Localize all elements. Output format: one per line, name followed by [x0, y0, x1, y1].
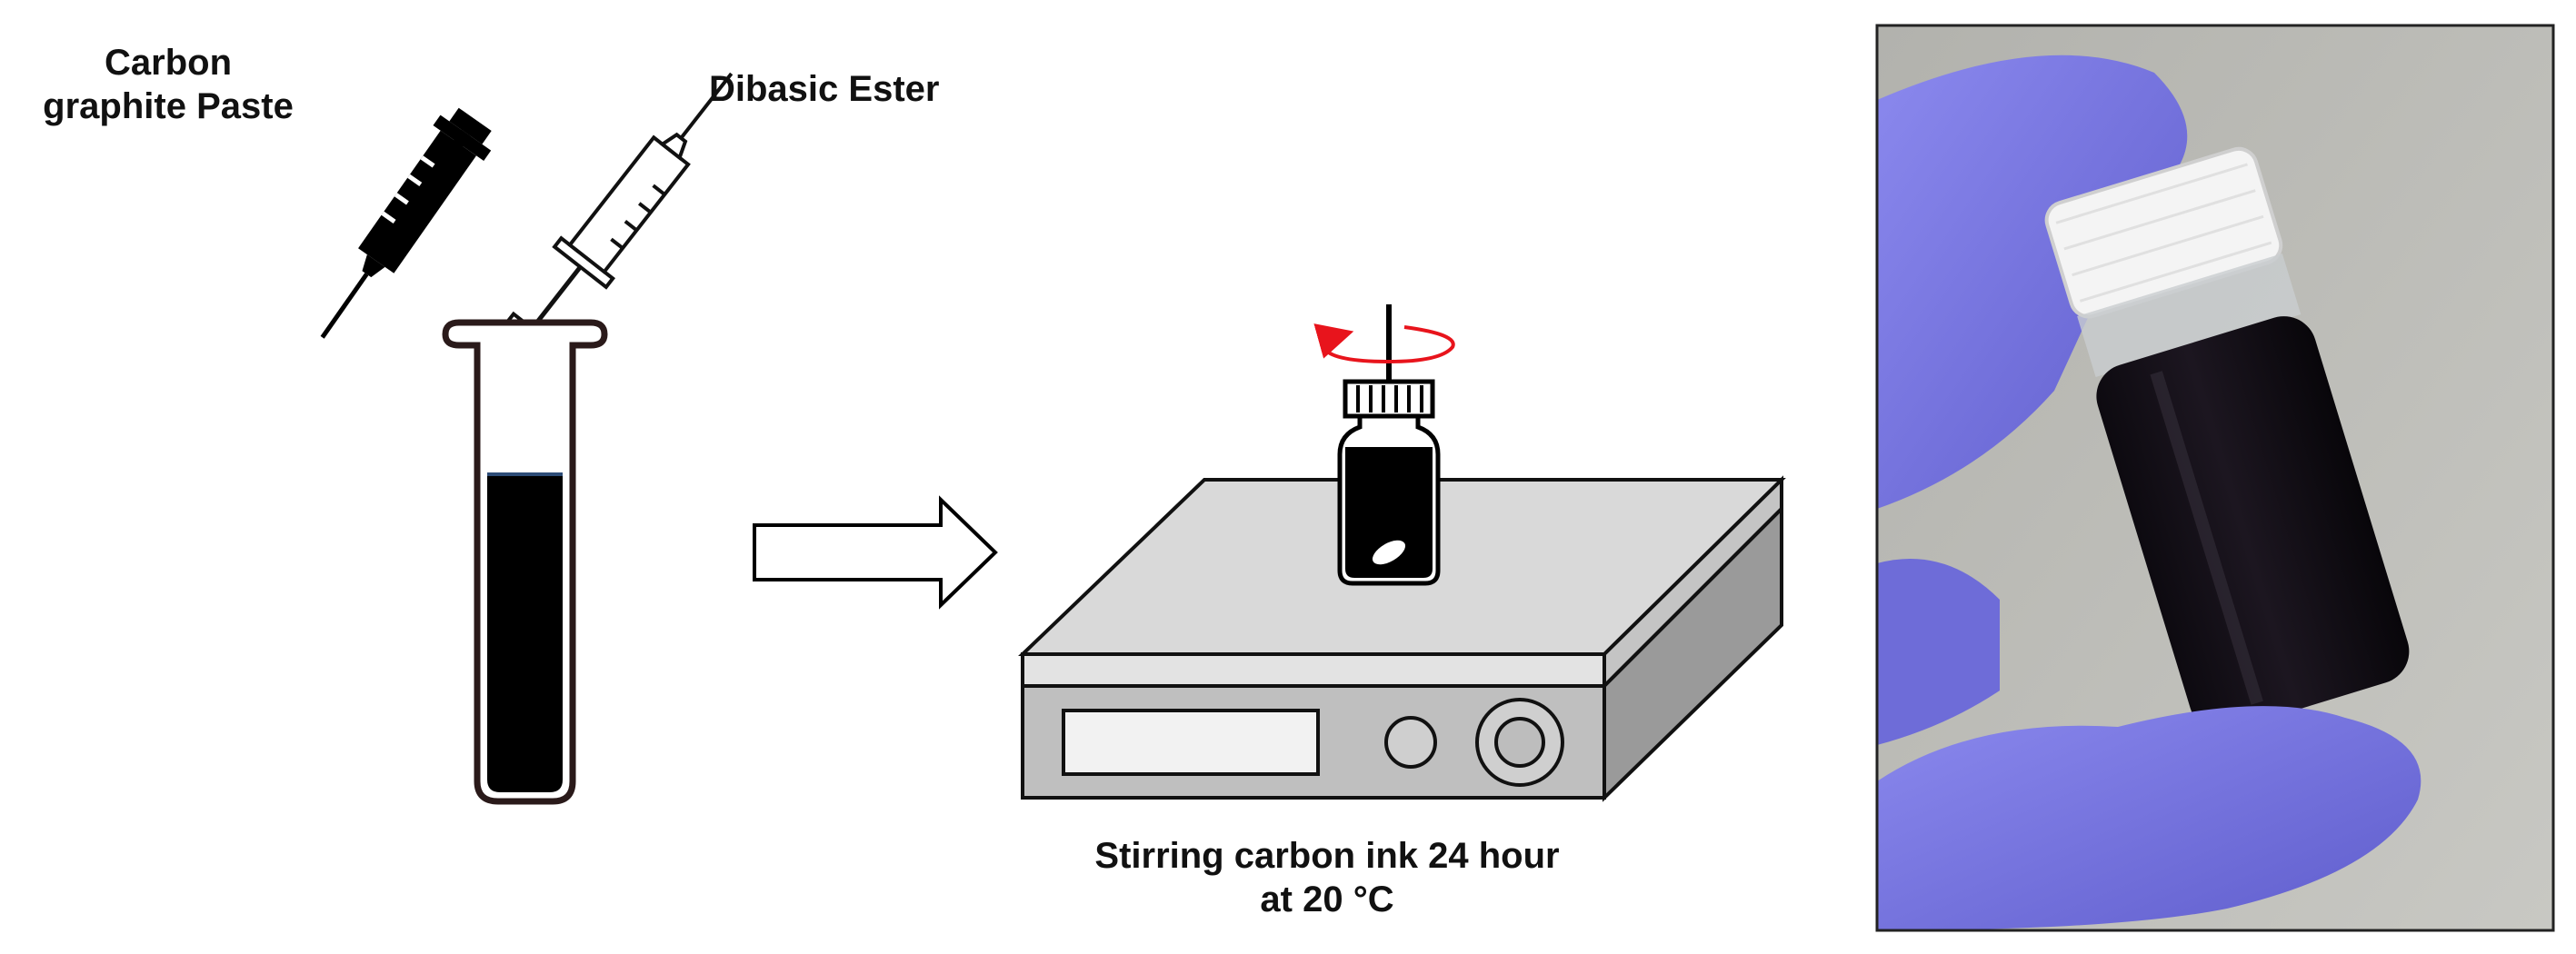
- stirring-caption-line-2: at 20 °C: [1260, 879, 1394, 919]
- test-tube-icon: [442, 319, 608, 805]
- right-arrow-icon: [753, 495, 998, 610]
- glove-lower: [1877, 706, 2421, 930]
- carbon-ink-photo: [1877, 25, 2553, 930]
- carbon-label-line-2: graphite Paste: [43, 86, 294, 126]
- vial-photo: [2044, 146, 2410, 731]
- magnetic-stirrer-icon: [1018, 475, 1786, 802]
- rotation-arrow-icon: [1313, 323, 1455, 364]
- photo-frame: [1875, 24, 2555, 932]
- syringe-filled-icon: [320, 107, 492, 339]
- syringe-outline-icon: [505, 72, 734, 353]
- carbon-label-line-1: Carbon: [105, 43, 232, 83]
- dibasic-ester-label: Dibasic Ester: [709, 69, 940, 109]
- carbon-graphite-paste-label: Carbon graphite Paste: [9, 41, 327, 128]
- vial-icon: [1337, 304, 1441, 586]
- stirring-caption: Stirring carbon ink 24 hour at 20 °C: [1045, 834, 1609, 921]
- glove-upper: [1877, 55, 2188, 510]
- stirring-caption-line-1: Stirring carbon ink 24 hour: [1094, 836, 1560, 876]
